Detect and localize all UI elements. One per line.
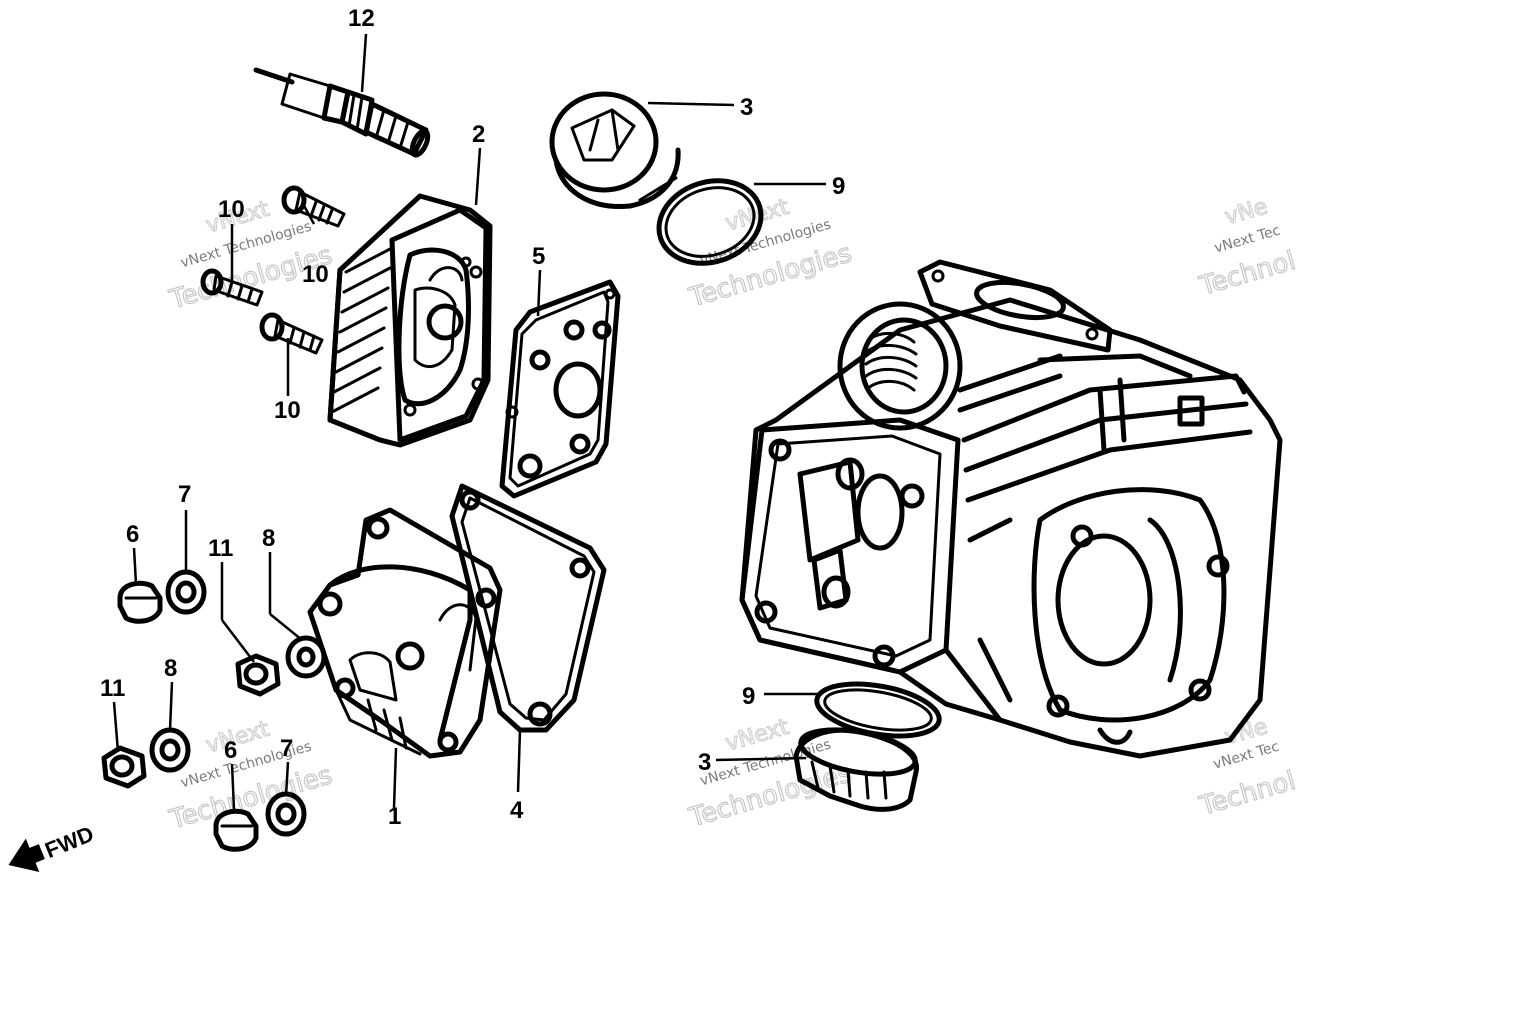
callout-6: 6 xyxy=(224,737,237,764)
callout-8: 8 xyxy=(164,655,177,682)
callout-8: 8 xyxy=(262,525,275,552)
callout-5: 5 xyxy=(532,243,545,270)
callout-3: 3 xyxy=(740,94,753,121)
callout-10: 10 xyxy=(302,261,329,288)
part-3-plug-bottom xyxy=(793,727,919,812)
hardware-fasteners xyxy=(101,569,327,852)
fwd-label: FWD xyxy=(41,821,97,863)
callout-3: 3 xyxy=(698,749,711,776)
callout-7: 7 xyxy=(178,481,191,508)
callout-11: 11 xyxy=(208,535,233,562)
part-2-side-cover xyxy=(327,193,493,448)
watermark-line2-cut: Technol xyxy=(1196,766,1299,822)
part-9-oring-top xyxy=(656,178,764,266)
callout-2: 2 xyxy=(472,121,485,148)
watermark-line2-cut: Technol xyxy=(1196,246,1299,302)
callout-12: 12 xyxy=(348,5,375,32)
callout-7: 7 xyxy=(280,735,293,762)
callout-6: 6 xyxy=(126,521,139,548)
bolt-10-b xyxy=(200,268,264,307)
washer-8-a xyxy=(285,635,327,679)
callout-11: 11 xyxy=(100,675,125,702)
part-10-bolts xyxy=(200,185,346,355)
callout-labels: 12 2 3 9 10 10 10 5 7 6 11 8 11 8 6 7 1 … xyxy=(100,5,845,830)
part-4-cover-gasket xyxy=(449,483,607,733)
washer-8-b xyxy=(149,727,191,773)
part-12-sensor xyxy=(253,67,431,158)
washer-7-a xyxy=(165,569,207,615)
watermark-top-cut: vNe xyxy=(1222,194,1270,230)
bolt-10-a xyxy=(281,185,346,228)
arrow-left-icon xyxy=(8,838,45,872)
callout-10: 10 xyxy=(274,397,301,424)
callout-9: 9 xyxy=(742,683,755,710)
cap-nut-6-b xyxy=(213,808,259,852)
callout-4: 4 xyxy=(510,797,524,824)
hex-nut-11-a xyxy=(235,653,281,697)
leader-lines xyxy=(112,33,826,811)
callout-9: 9 xyxy=(832,173,845,200)
callout-10: 10 xyxy=(218,196,245,223)
hex-nut-11-b xyxy=(101,745,147,789)
bolt-10-c xyxy=(259,312,324,355)
cap-nut-6-a xyxy=(117,580,163,624)
part-1-rocker-cover xyxy=(307,507,503,759)
cylinder-head-assembly xyxy=(739,259,1283,759)
part-5-gasket xyxy=(499,279,621,499)
callout-1: 1 xyxy=(388,803,401,830)
part-3-cap-top xyxy=(549,91,681,210)
fwd-arrow: FWD xyxy=(8,821,97,872)
